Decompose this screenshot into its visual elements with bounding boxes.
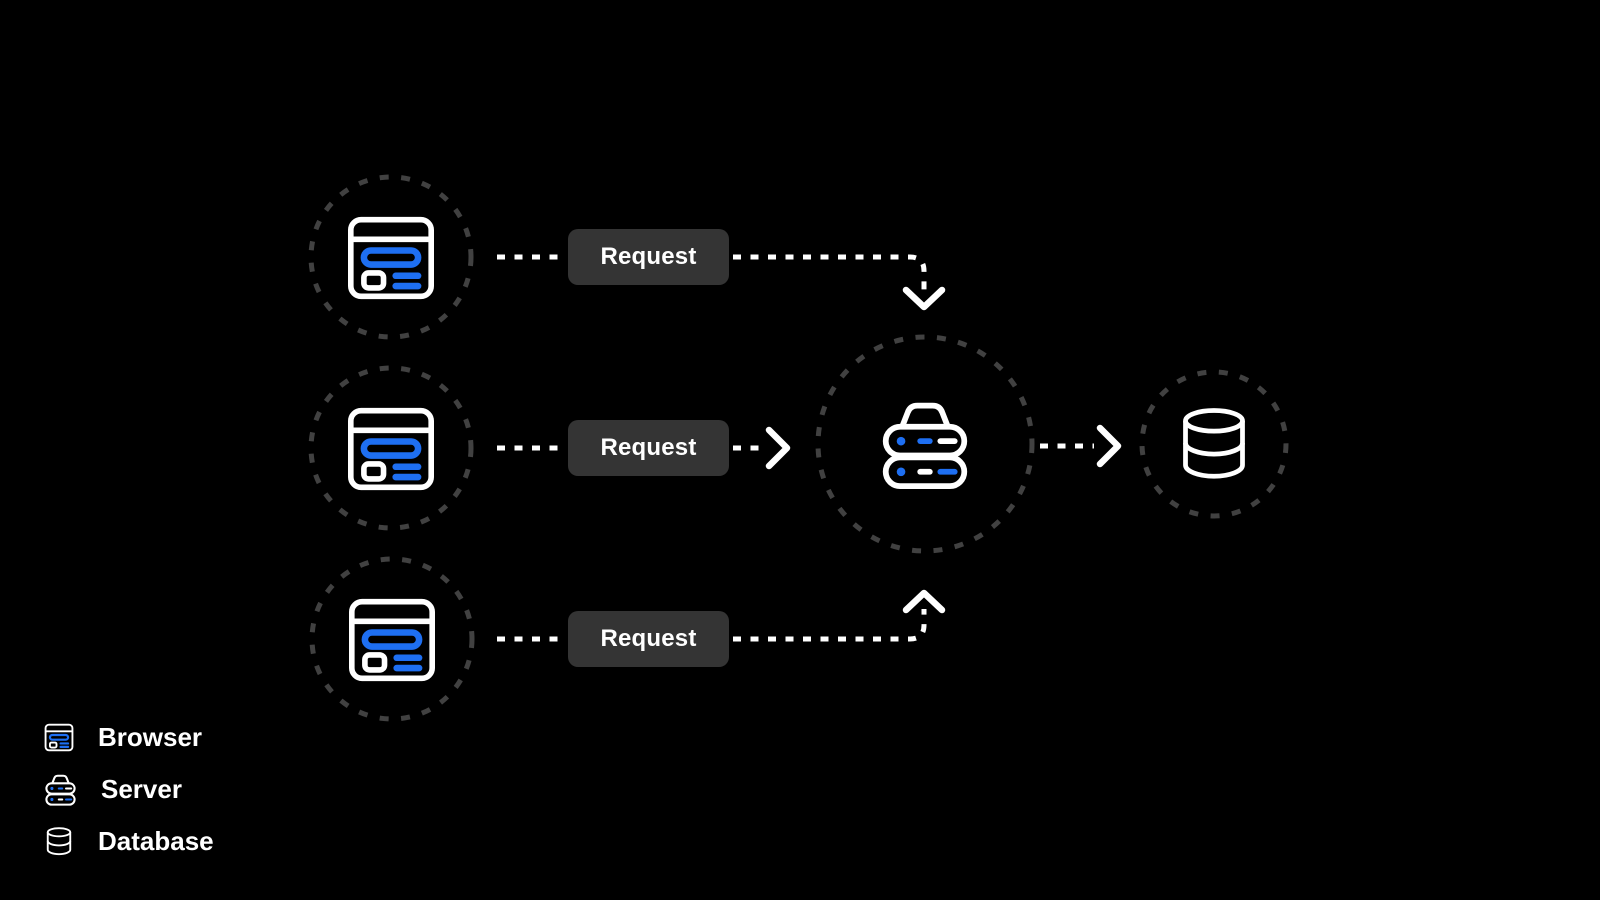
arrowhead-down-icon [902, 286, 946, 311]
browser-node-1 [308, 174, 474, 340]
legend: Browser Server Database [44, 722, 214, 856]
legend-label: Server [101, 773, 182, 804]
legend-label: Database [98, 825, 214, 856]
browser-icon [351, 220, 431, 297]
server-icon [886, 406, 965, 487]
dashed-circle [815, 334, 1035, 554]
legend-item-database: Database [44, 826, 214, 856]
browser-icon [352, 602, 432, 679]
dashed-elbow-request3-to-server [733, 609, 927, 642]
legend-item-browser: Browser [44, 722, 214, 752]
dashed-circle [308, 174, 474, 340]
database-icon [1186, 411, 1243, 477]
browser-icon [351, 411, 431, 488]
browser-icon [44, 723, 74, 752]
request-label-3: Request [568, 611, 729, 667]
legend-label: Browser [98, 721, 203, 752]
browser-node-3 [309, 556, 475, 722]
dashed-elbow-request1-to-server [733, 254, 927, 295]
database-icon [44, 825, 74, 857]
server-node [815, 334, 1035, 554]
arrowhead-right-icon [765, 426, 791, 470]
dashed-circle [1139, 369, 1289, 519]
browser-node-2 [308, 365, 474, 531]
dashed-circle [309, 556, 475, 722]
request-label-2: Request [568, 420, 729, 476]
database-node [1139, 369, 1289, 519]
arrowhead-right-icon [1096, 424, 1122, 468]
dashed-circle [308, 365, 474, 531]
legend-item-server: Server [44, 774, 214, 804]
arrowhead-up-icon [902, 589, 946, 614]
request-label-1: Request [568, 229, 729, 285]
server-icon [44, 773, 77, 806]
